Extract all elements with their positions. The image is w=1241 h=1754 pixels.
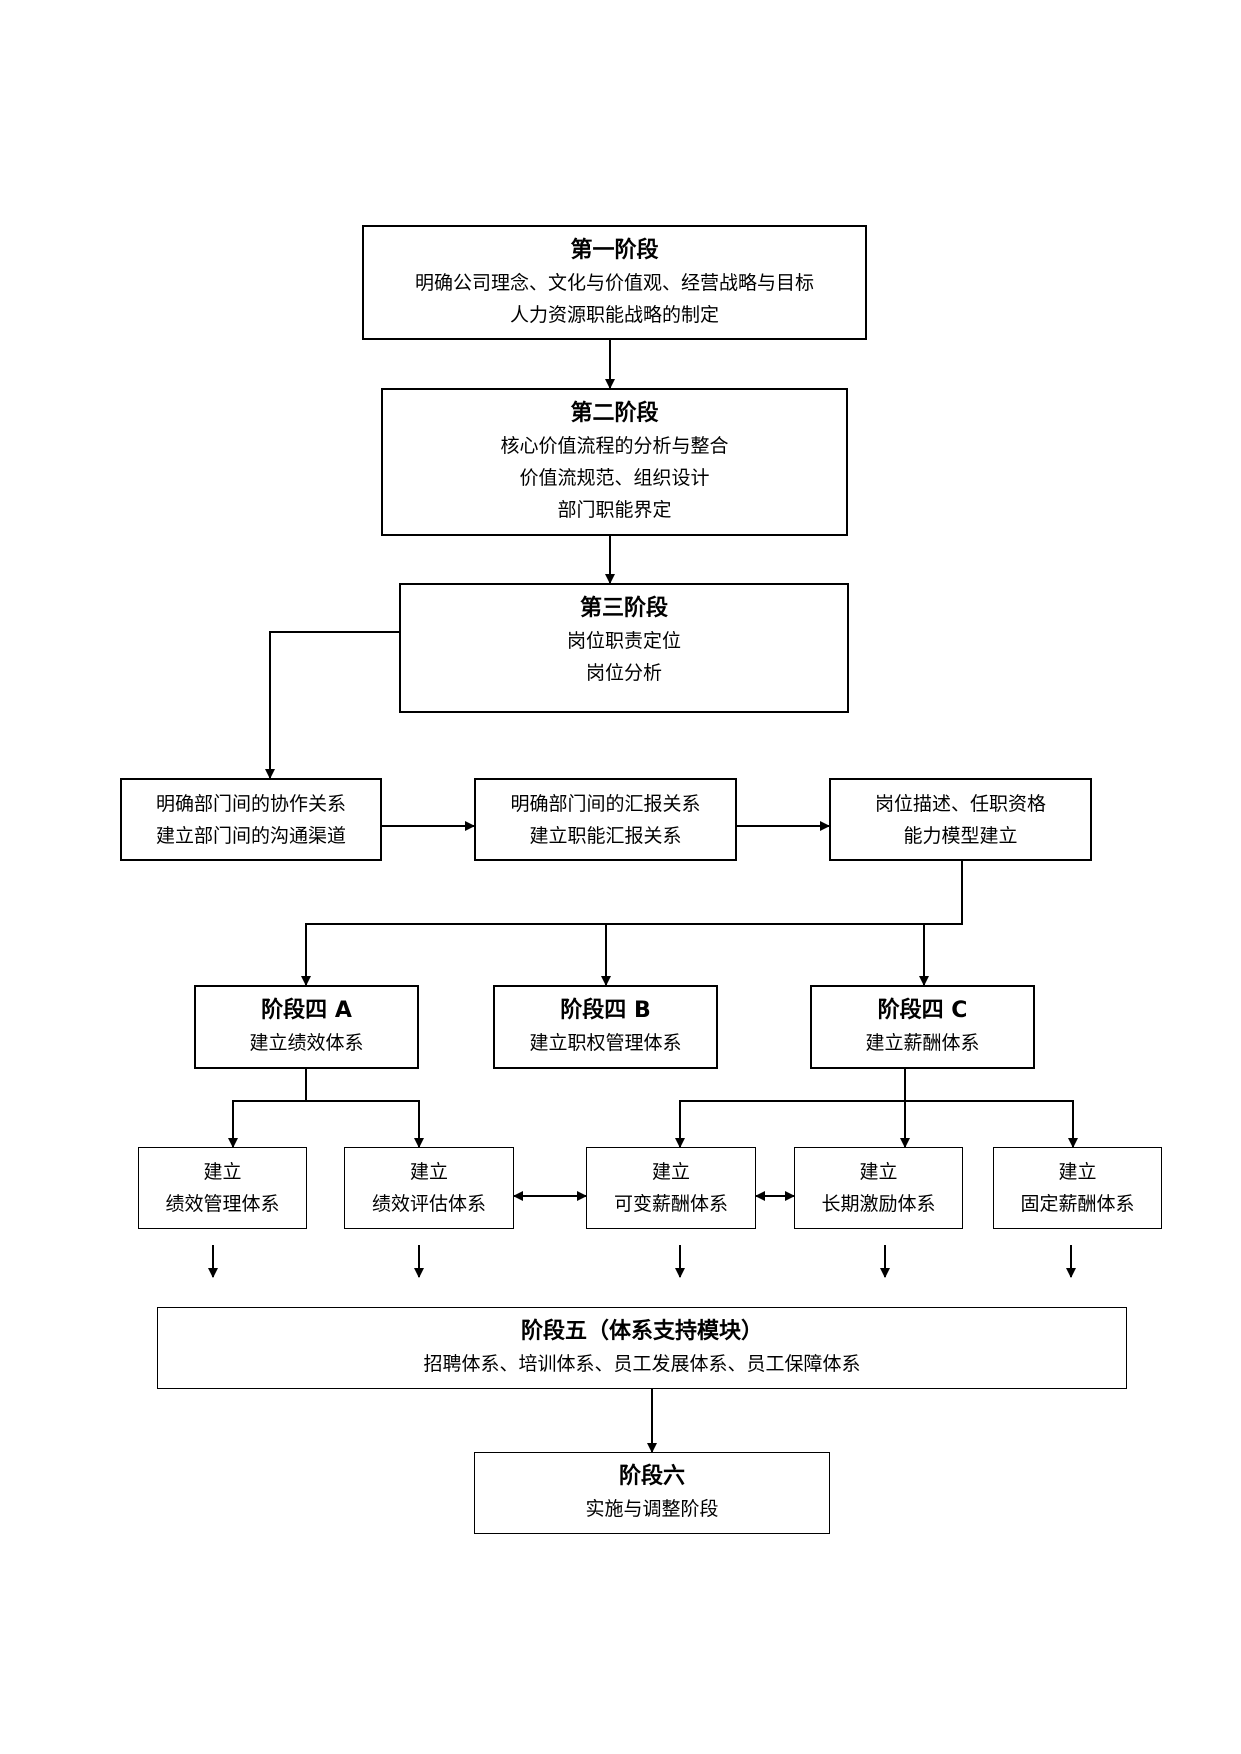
dept-coop-line-2: 建立部门间的沟通渠道	[155, 824, 346, 847]
stage3-line-2: 岗位分析	[585, 662, 662, 684]
stage2-line-3: 部门职能界定	[557, 499, 672, 521]
stage2-line-1: 核心价值流程的分析与整合	[500, 435, 729, 457]
stage1-line-2: 人力资源职能战略的制定	[509, 303, 719, 326]
stage4b-title: 阶段四 B	[560, 998, 651, 1023]
var-pay-box: 建立 可变薪酬体系	[586, 1147, 756, 1229]
var-pay-line-1: 建立	[651, 1161, 690, 1183]
stage6-title: 阶段六	[618, 1464, 685, 1489]
long-incentive-line-2: 长期激励体系	[821, 1193, 936, 1215]
dept-report-line-1: 明确部门间的汇报关系	[510, 792, 701, 815]
stage5-title: 阶段五（体系支持模块）	[520, 1319, 763, 1344]
stage4a-title: 阶段四 A	[261, 998, 352, 1023]
stage6-box: 阶段六 实施与调整阶段	[474, 1452, 830, 1534]
dept-coop-line-1: 明确部门间的协作关系	[155, 792, 346, 815]
perf-eval-box: 建立 绩效评估体系	[344, 1147, 514, 1229]
dept-report-line-2: 建立职能汇报关系	[529, 824, 682, 847]
dept-coop-box: 明确部门间的协作关系 建立部门间的沟通渠道	[120, 778, 382, 861]
fixed-pay-box: 建立 固定薪酬体系	[993, 1147, 1162, 1229]
stage4a-line-1: 建立绩效体系	[249, 1032, 364, 1054]
stage4c-line-1: 建立薪酬体系	[865, 1032, 980, 1054]
stage6-line-1: 实施与调整阶段	[585, 1498, 719, 1520]
fixed-pay-line-2: 固定薪酬体系	[1020, 1193, 1135, 1215]
perf-eval-line-1: 建立	[409, 1161, 448, 1183]
stage4c-box: 阶段四 C 建立薪酬体系	[810, 985, 1035, 1069]
arrow-to-perf-eval	[306, 1100, 424, 1148]
long-incentive-box: 建立 长期激励体系	[794, 1147, 963, 1229]
stage2-box: 第二阶段 核心价值流程的分析与整合 价值流规范、组织设计 部门职能界定	[381, 388, 848, 536]
stage4b-box: 阶段四 B 建立职权管理体系	[493, 985, 718, 1069]
long-incentive-line-1: 建立	[859, 1161, 898, 1183]
perf-eval-line-2: 绩效评估体系	[371, 1193, 486, 1215]
stage1-title: 第一阶段	[570, 237, 659, 263]
perf-mgmt-box: 建立 绩效管理体系	[138, 1147, 307, 1229]
fixed-pay-line-1: 建立	[1058, 1161, 1097, 1183]
stage2-line-2: 价值流规范、组织设计	[519, 467, 710, 489]
stage3-line-1: 岗位职责定位	[566, 630, 681, 652]
arrow-to-var-pay	[675, 1100, 1073, 1148]
stage2-title: 第二阶段	[570, 401, 659, 426]
perf-mgmt-line-1: 建立	[203, 1161, 242, 1183]
stage4b-line-1: 建立职权管理体系	[529, 1032, 682, 1054]
stage3-box: 第三阶段 岗位职责定位 岗位分析	[399, 583, 849, 713]
connector-stage4a-down	[233, 1069, 307, 1102]
stage4c-title: 阶段四 C	[877, 998, 968, 1023]
stage3-title: 第三阶段	[579, 596, 668, 621]
stage1-box: 第一阶段 明确公司理念、文化与价值观、经营战略与目标 人力资源职能战略的制定	[362, 225, 867, 340]
job-desc-line-1: 岗位描述、任职资格	[874, 792, 1046, 815]
job-desc-box: 岗位描述、任职资格 能力模型建立	[829, 778, 1092, 861]
arrow-stage3-to-dept-coop	[265, 631, 402, 779]
stage5-line-1: 招聘体系、培训体系、员工发展体系、员工保障体系	[423, 1353, 861, 1375]
stage5-box: 阶段五（体系支持模块） 招聘体系、培训体系、员工发展体系、员工保障体系	[157, 1307, 1127, 1389]
stage1-line-1: 明确公司理念、文化与价值观、经营战略与目标	[414, 271, 814, 294]
var-pay-line-2: 可变薪酬体系	[613, 1193, 728, 1215]
perf-mgmt-line-2: 绩效管理体系	[165, 1193, 280, 1215]
connector-job-desc-down	[306, 861, 963, 925]
stage4a-box: 阶段四 A 建立绩效体系	[194, 985, 419, 1069]
dept-report-box: 明确部门间的汇报关系 建立职能汇报关系	[474, 778, 737, 861]
job-desc-line-2: 能力模型建立	[903, 824, 1018, 847]
